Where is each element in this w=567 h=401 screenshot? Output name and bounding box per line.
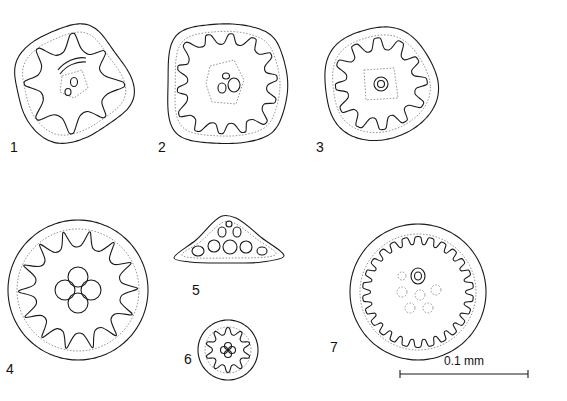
canal	[228, 78, 240, 92]
canal	[218, 227, 226, 237]
canal	[378, 81, 385, 88]
canal	[223, 240, 237, 254]
canal	[374, 77, 388, 91]
toothed-lumen	[363, 236, 473, 347]
outer-wall	[15, 24, 135, 144]
figure-number: 7	[330, 340, 338, 354]
scale-label: 0.1 mm	[444, 355, 484, 367]
toothed-lumen	[19, 232, 138, 349]
canal	[218, 83, 226, 93]
wall-dotted-line	[23, 32, 126, 135]
canal-dotted	[405, 303, 415, 313]
outer-wall	[168, 24, 288, 144]
wall-dotted-line	[175, 31, 280, 136]
outer-wall	[8, 220, 148, 360]
central-lobe	[225, 351, 232, 358]
figure-number: 2	[158, 140, 166, 154]
outer-wall	[198, 320, 258, 380]
figure-number: 1	[10, 140, 18, 154]
toothed-lumen	[206, 328, 249, 373]
canal	[415, 272, 422, 280]
toothed-lumen	[177, 34, 277, 134]
canal-dotted	[398, 272, 406, 280]
wall-dotted-line	[360, 234, 476, 350]
central-lobe	[68, 267, 88, 287]
central-canal	[60, 70, 88, 98]
canal	[208, 240, 220, 252]
central-lobe	[68, 293, 88, 313]
toothed-lumen	[24, 33, 125, 134]
canal	[226, 221, 232, 227]
canal-dotted	[415, 290, 425, 300]
canal-dotted	[431, 285, 441, 295]
tube	[58, 58, 86, 74]
scale-bar	[400, 370, 528, 378]
canal	[411, 268, 425, 284]
toothed-lumen	[335, 38, 427, 130]
canal-dotted	[423, 303, 433, 313]
canal	[223, 73, 230, 79]
figure-number: 6	[184, 352, 192, 366]
central-lobe	[221, 347, 228, 354]
wall-dotted-line	[182, 221, 276, 258]
central-canal	[206, 60, 244, 104]
canal	[233, 227, 241, 237]
figure-number: 3	[316, 140, 324, 154]
canal	[65, 89, 71, 96]
canal	[71, 78, 78, 87]
canal	[257, 247, 267, 255]
canal-dotted	[397, 287, 407, 297]
central-lobe	[225, 343, 232, 350]
central-lobe	[55, 280, 75, 300]
figure-number: 5	[192, 283, 200, 297]
central-lobe	[229, 347, 236, 354]
wall-dotted-line	[205, 327, 251, 373]
outer-wall	[325, 27, 439, 141]
wall-dotted-line	[17, 229, 139, 351]
canal	[240, 241, 252, 253]
canal	[192, 246, 204, 256]
central-lobe	[81, 280, 101, 300]
wall-dotted-line	[333, 35, 431, 133]
outer-wall	[350, 224, 486, 360]
triangular-section	[174, 215, 284, 263]
central-canal	[364, 68, 398, 100]
figure-number: 4	[6, 362, 14, 376]
